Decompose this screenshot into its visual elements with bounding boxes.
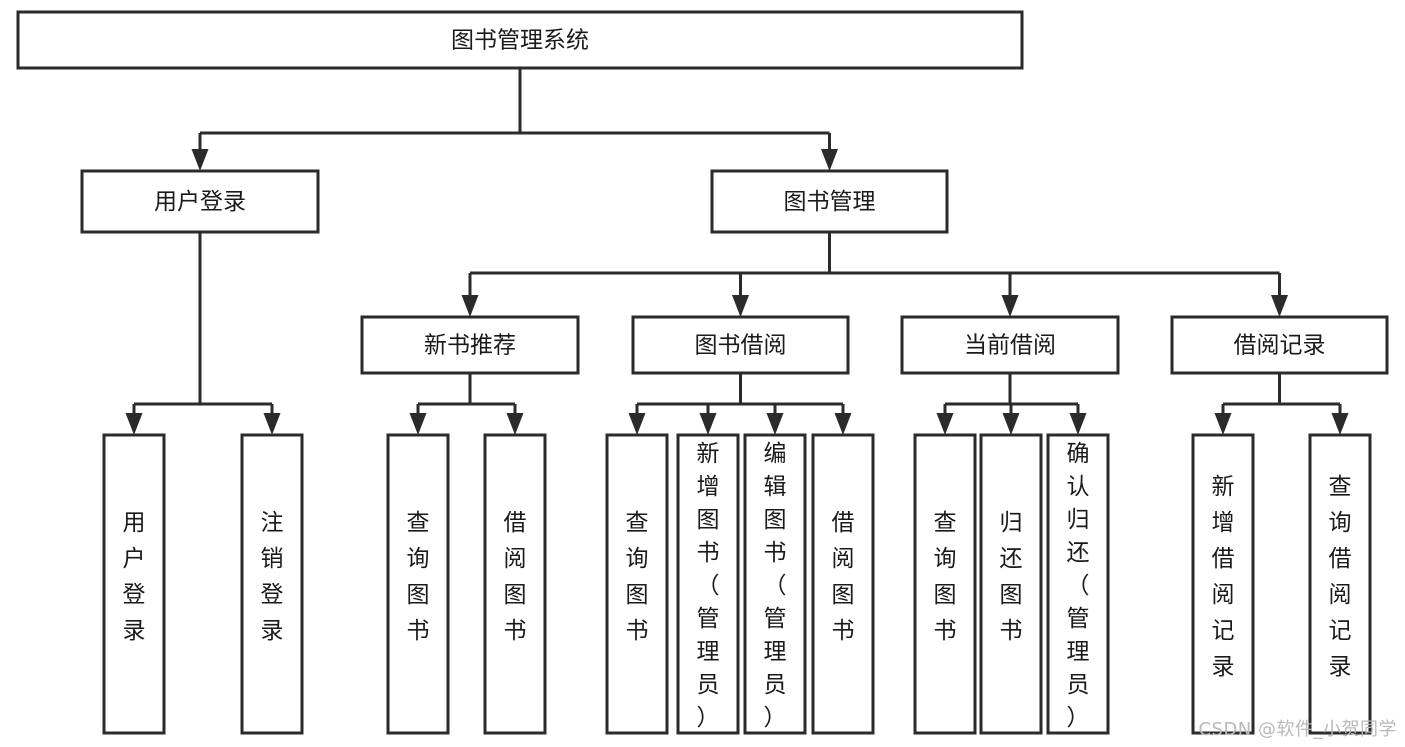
node-label: 借阅图书	[504, 510, 527, 644]
arrow-head-icon	[766, 413, 784, 435]
node-box	[811, 433, 875, 735]
node-borrow-record[interactable]: 借阅记录	[1170, 315, 1389, 375]
arrow-head-icon	[461, 295, 479, 317]
node-leaf-logout[interactable]: 注销登录	[240, 433, 304, 735]
node-label: 图书管理	[784, 189, 876, 215]
node-box	[102, 433, 166, 735]
node-label: 归还图书	[1000, 510, 1023, 644]
node-label: 注销登录	[261, 510, 284, 644]
node-label: 用户登录	[154, 189, 246, 215]
node-book-manage[interactable]: 图书管理	[710, 169, 949, 234]
node-box	[1170, 315, 1389, 375]
node-label: 借阅图书	[832, 510, 855, 644]
arrow-head-icon	[821, 149, 838, 171]
connector-group-current-borrow	[936, 373, 1087, 435]
node-box	[743, 433, 807, 735]
node-label: 查询借阅记录	[1329, 474, 1352, 680]
node-label: 图书管理系统	[451, 28, 589, 54]
node-root[interactable]: 图书管理系统	[16, 10, 1024, 70]
connector-group-new-book-rec	[409, 373, 524, 435]
node-label: 查询图书	[407, 510, 430, 644]
watermark-label: CSDN @软件_小贺同学	[1198, 719, 1397, 740]
node-label: 当前借阅	[964, 333, 1056, 359]
node-leaf-add-book[interactable]: 新增图书（管理员）	[676, 433, 740, 735]
node-box	[1046, 433, 1110, 735]
arrow-head-icon	[732, 295, 749, 317]
connector-group-book-manage	[461, 232, 1288, 317]
arrow-head-icon	[699, 413, 717, 435]
node-box	[16, 10, 1024, 70]
node-box	[386, 433, 450, 735]
node-label: 查询图书	[626, 510, 649, 644]
node-box	[80, 169, 320, 234]
node-leaf-borrow-book-1[interactable]: 借阅图书	[483, 433, 547, 735]
connector-layer	[125, 68, 1349, 435]
node-current-borrow[interactable]: 当前借阅	[900, 315, 1120, 375]
connector-group-book-borrow	[628, 373, 852, 435]
node-label: 借阅记录	[1234, 333, 1326, 359]
arrow-head-icon	[1331, 413, 1349, 435]
node-box	[605, 433, 669, 735]
node-label: 新书推荐	[424, 333, 516, 359]
node-book-borrow[interactable]: 图书借阅	[631, 315, 850, 375]
arrow-head-icon	[191, 149, 209, 171]
node-box	[913, 433, 977, 735]
arrow-head-icon	[1002, 413, 1020, 435]
node-leaf-query-book-2[interactable]: 查询图书	[605, 433, 669, 735]
node-label: 编辑图书（管理员）	[764, 441, 787, 731]
node-leaf-query-book-1[interactable]: 查询图书	[386, 433, 450, 735]
node-box	[900, 315, 1120, 375]
node-box	[710, 169, 949, 234]
node-box	[240, 433, 304, 735]
arrow-head-icon	[506, 413, 524, 435]
arrow-head-icon	[1214, 413, 1232, 435]
arrow-head-icon	[628, 413, 646, 435]
node-leaf-add-record[interactable]: 新增借阅记录	[1191, 433, 1255, 735]
arrow-head-icon	[936, 413, 954, 435]
node-leaf-user-login[interactable]: 用户登录	[102, 433, 166, 735]
node-box	[1191, 433, 1255, 735]
node-leaf-confirm-return[interactable]: 确认归还（管理员）	[1046, 433, 1110, 735]
arrow-head-icon	[409, 413, 427, 435]
node-leaf-borrow-book-2[interactable]: 借阅图书	[811, 433, 875, 735]
node-leaf-query-book-3[interactable]: 查询图书	[913, 433, 977, 735]
node-label: 查询图书	[934, 510, 957, 644]
arrow-head-icon	[1001, 295, 1019, 317]
node-label: 确认归还（管理员）	[1067, 441, 1090, 731]
arrow-head-icon	[1271, 295, 1288, 317]
node-label: 用户登录	[123, 510, 146, 644]
node-label: 图书借阅	[695, 333, 787, 359]
connector-group-root	[191, 68, 838, 171]
node-box	[483, 433, 547, 735]
node-box	[676, 433, 740, 735]
node-box	[360, 315, 580, 375]
node-label: 新增图书（管理员）	[697, 441, 720, 731]
arrow-head-icon	[125, 413, 143, 435]
node-label: 新增借阅记录	[1212, 474, 1235, 680]
connector-group-borrow-record	[1214, 373, 1349, 435]
node-box	[631, 315, 850, 375]
node-leaf-query-record[interactable]: 查询借阅记录	[1308, 433, 1372, 735]
node-new-book-rec[interactable]: 新书推荐	[360, 315, 580, 375]
node-leaf-edit-book[interactable]: 编辑图书（管理员）	[743, 433, 807, 735]
node-layer: 图书管理系统用户登录图书管理新书推荐图书借阅当前借阅借阅记录用户登录注销登录查询…	[16, 10, 1389, 735]
arrow-head-icon	[1069, 413, 1087, 435]
arrow-head-icon	[263, 413, 281, 435]
node-box	[979, 433, 1043, 735]
connector-group-user-login	[125, 232, 281, 435]
node-box	[1308, 433, 1372, 735]
node-user-login[interactable]: 用户登录	[80, 169, 320, 234]
node-leaf-return-book[interactable]: 归还图书	[979, 433, 1043, 735]
arrow-head-icon	[834, 413, 852, 435]
